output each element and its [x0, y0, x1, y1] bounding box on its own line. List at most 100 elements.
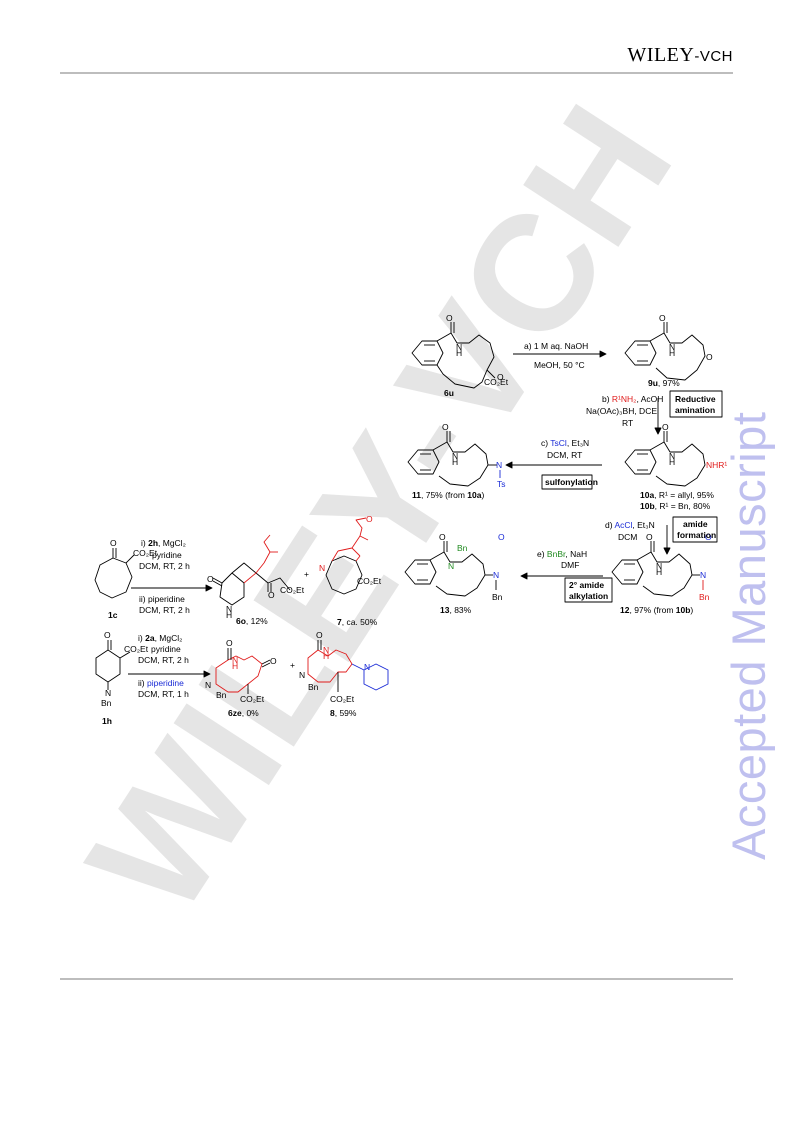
svg-text:WILEY-VCH: WILEY-VCH [53, 75, 707, 944]
molecule-7 [325, 517, 369, 595]
label-9u: 9u, 97% [648, 378, 680, 388]
publisher-sub: VCH [699, 48, 733, 65]
step-c-line1: c) TsCl, Et₃N [541, 438, 589, 448]
r1-line4: ii) piperidine [139, 594, 185, 604]
box-amide-1: amide [683, 519, 708, 529]
svg-text:O: O [366, 514, 373, 524]
co2et-6o: CO₂Et [280, 585, 305, 595]
label-6u: 6u [444, 388, 454, 398]
molecule-6ze [215, 648, 271, 694]
molecule-9u [624, 322, 706, 381]
nhr-10: NHR¹ [706, 460, 727, 470]
footer-rule [60, 978, 733, 980]
label-6o: 6o, 12% [236, 616, 268, 626]
svg-text:H: H [226, 610, 232, 620]
label-10b: 10b, R¹ = Bn, 80% [640, 501, 711, 511]
co2et-1h: CO₂Et [124, 644, 149, 654]
svg-text:O: O [207, 574, 214, 584]
svg-text:H: H [452, 457, 458, 467]
svg-text:H: H [232, 661, 238, 671]
box-reductive-2: amination [675, 405, 715, 415]
molecule-12 [611, 541, 704, 597]
svg-text:N: N [700, 570, 706, 580]
step-c-line2: DCM, RT [547, 450, 582, 460]
molecule-1c [94, 548, 135, 599]
molecule-6o [212, 534, 291, 606]
svg-text:O: O [439, 532, 446, 542]
svg-text:N: N [448, 561, 454, 571]
svg-text:N: N [232, 655, 238, 665]
svg-text:H: H [456, 348, 462, 358]
bn-13-green: Bn [457, 543, 468, 553]
step-e-line2: DMF [561, 560, 579, 570]
box-amide-2: formation [677, 530, 716, 540]
svg-text:N: N [205, 680, 211, 690]
label-12: 12, 97% (from 10b) [620, 605, 693, 615]
molecule-8 [307, 640, 389, 692]
header-rule [60, 72, 733, 74]
r2-line4: ii) piperidine [138, 678, 184, 688]
svg-text:H: H [656, 567, 662, 577]
r2-line5: DCM, RT, 1 h [138, 689, 189, 699]
r1-line5: DCM, RT, 2 h [139, 605, 190, 615]
box-alkyl-1: 2° amide [569, 580, 604, 590]
bn-12: Bn [699, 592, 710, 602]
step-b-line1: b) R¹NH₂, AcOH [602, 394, 663, 404]
publisher-main: WILEY [627, 44, 695, 66]
svg-text:O: O [497, 372, 504, 382]
svg-text:O: O [110, 538, 117, 548]
svg-text:O: O [442, 422, 449, 432]
svg-text:O: O [705, 532, 712, 542]
step-d-line2: DCM [618, 532, 637, 542]
box-alkyl-2: alkylation [569, 591, 608, 601]
svg-text:O: O [226, 638, 233, 648]
label-1h: 1h [102, 716, 112, 726]
label-6ze: 6ze, 0% [228, 708, 259, 718]
svg-text:N: N [105, 688, 111, 698]
co2et-1c: CO₂Et [133, 548, 158, 558]
svg-text:N: N [299, 670, 305, 680]
accepted-manuscript-watermark: Accepted Manuscript [722, 411, 775, 860]
molecule-11 [407, 431, 501, 487]
ts-11: Ts [497, 479, 506, 489]
step-a-line1: a) 1 M aq. NaOH [524, 341, 588, 351]
svg-text:N: N [493, 570, 499, 580]
r1-line1: i) 2h, MgCl₂ [141, 538, 186, 548]
molecule-10 [624, 431, 706, 487]
svg-text:O: O [316, 630, 323, 640]
bn-13: Bn [492, 592, 503, 602]
svg-text:O: O [270, 656, 277, 666]
category-boxes [541, 390, 723, 603]
label-11: 11, 75% (from 10a) [412, 490, 484, 500]
svg-text:N: N [669, 342, 675, 352]
step-b-line2: Na(OAc)₃BH, DCE [586, 406, 657, 416]
plus-2: + [290, 660, 295, 670]
svg-text:N: N [496, 460, 502, 470]
label-1c: 1c [108, 610, 118, 620]
svg-text:O: O [498, 532, 505, 542]
bn-6ze: Bn [216, 690, 227, 700]
svg-text:H: H [669, 348, 675, 358]
molecule-13 [404, 541, 497, 597]
svg-text:O: O [662, 422, 669, 432]
svg-text:O: O [646, 532, 653, 542]
svg-text:H: H [323, 651, 329, 661]
co2et-7: CO₂Et [357, 576, 382, 586]
svg-text:H: H [669, 457, 675, 467]
svg-text:O: O [268, 590, 275, 600]
reaction-arrows [128, 350, 671, 678]
co2et-8: CO₂Et [330, 694, 355, 704]
box-sulfonylation: sulfonylation [545, 477, 598, 487]
diagonal-watermark: WILEY-VCH [53, 75, 707, 944]
r2-line1: i) 2a, MgCl₂ [138, 633, 182, 643]
svg-text:N: N [456, 342, 462, 352]
label-13: 13, 83% [440, 605, 472, 615]
molecule-1h [95, 640, 131, 690]
svg-text:N: N [364, 662, 370, 672]
atom-labels: ONH O ONH O ONH ONH N ONH N O ON N O O O… [104, 313, 713, 698]
svg-text:N: N [669, 451, 675, 461]
svg-text:N: N [319, 563, 325, 573]
label-10a: 10a, R¹ = allyl, 95% [640, 490, 714, 500]
svg-text:O: O [446, 313, 453, 323]
